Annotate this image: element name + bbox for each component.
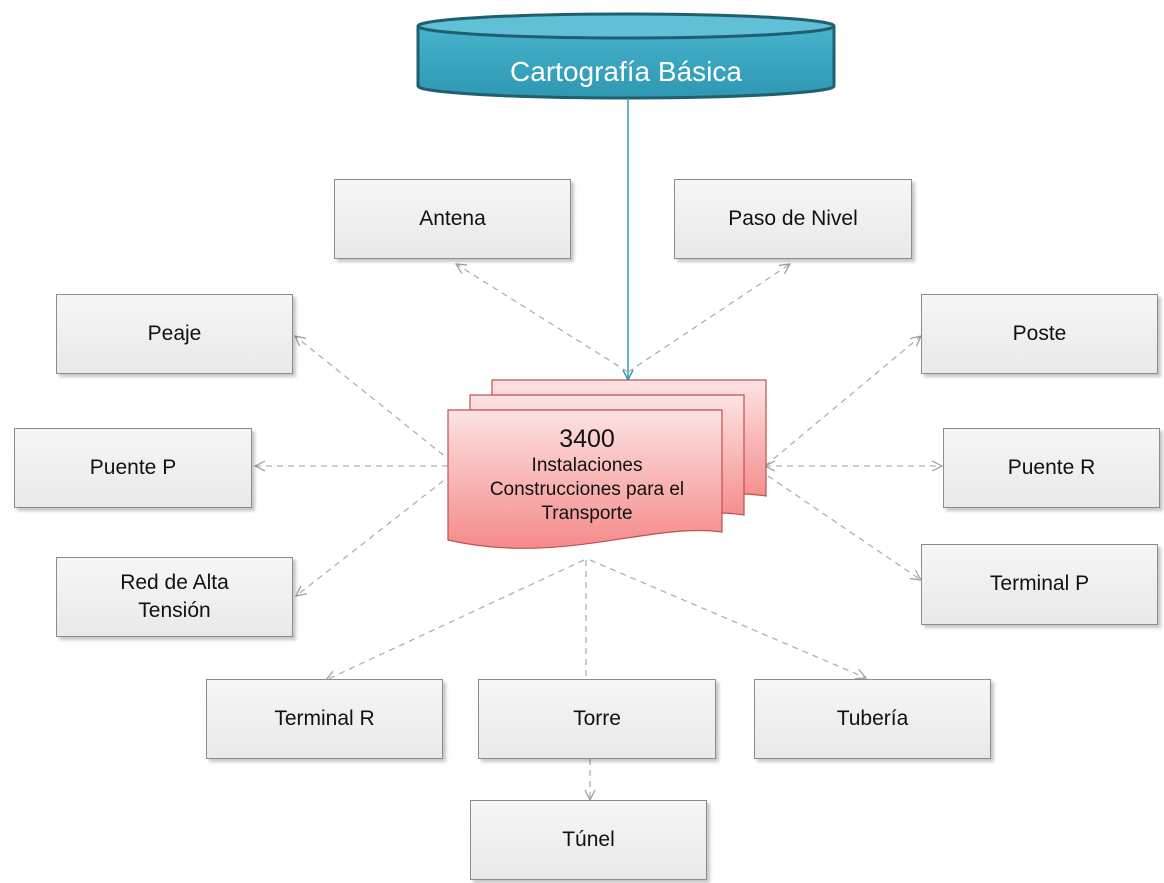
connector-antena [456, 264, 629, 373]
node-red-alta-tension-line-1: Red de Alta [120, 570, 229, 594]
connectors [255, 264, 942, 800]
connector-tuberia [589, 559, 866, 678]
node-paso-de-nivel-label: Paso de Nivel [728, 206, 858, 230]
node-puente-p-label: Puente P [89, 455, 177, 479]
connector-terminal-p [767, 475, 921, 580]
node-puente-p: Puente P [14, 428, 252, 508]
connector-peaje [295, 336, 453, 463]
node-poste-label: Poste [1012, 321, 1067, 345]
node-red-alta-tension: Red de Alta Tensión [56, 557, 293, 637]
node-puente-r-label: Puente R [1007, 455, 1096, 479]
node-terminal-r: Terminal R [206, 679, 443, 759]
node-tuberia: Tubería [754, 679, 991, 759]
connector-paso-de-nivel [627, 264, 790, 373]
node-antena: Antena [334, 179, 571, 259]
node-terminal-r-label: Terminal R [274, 706, 375, 730]
node-paso-de-nivel: Paso de Nivel [674, 179, 912, 259]
node-tunel-label: Túnel [562, 827, 615, 851]
node-terminal-p-label: Terminal P [989, 572, 1090, 596]
connector-terminal-r [326, 559, 585, 680]
connector-poste [764, 336, 921, 467]
node-peaje: Peaje [56, 294, 293, 374]
node-torre-label: Torre [573, 706, 621, 730]
node-red-alta-tension-line-2: Tensión [138, 599, 211, 622]
database-shape [416, 12, 836, 100]
node-tuberia-label: Tubería [836, 706, 909, 730]
center-document-stack [447, 379, 767, 549]
node-tunel: Túnel [470, 800, 707, 880]
node-poste: Poste [921, 294, 1158, 374]
node-peaje-label: Peaje [147, 321, 202, 345]
node-terminal-p: Terminal P [921, 544, 1158, 625]
node-torre: Torre [478, 679, 716, 759]
connector-red-alta-tension [296, 473, 453, 596]
node-puente-r: Puente R [943, 428, 1160, 508]
source-label: Cartografía Básica [510, 56, 742, 87]
node-antena-label: Antena [419, 206, 486, 230]
